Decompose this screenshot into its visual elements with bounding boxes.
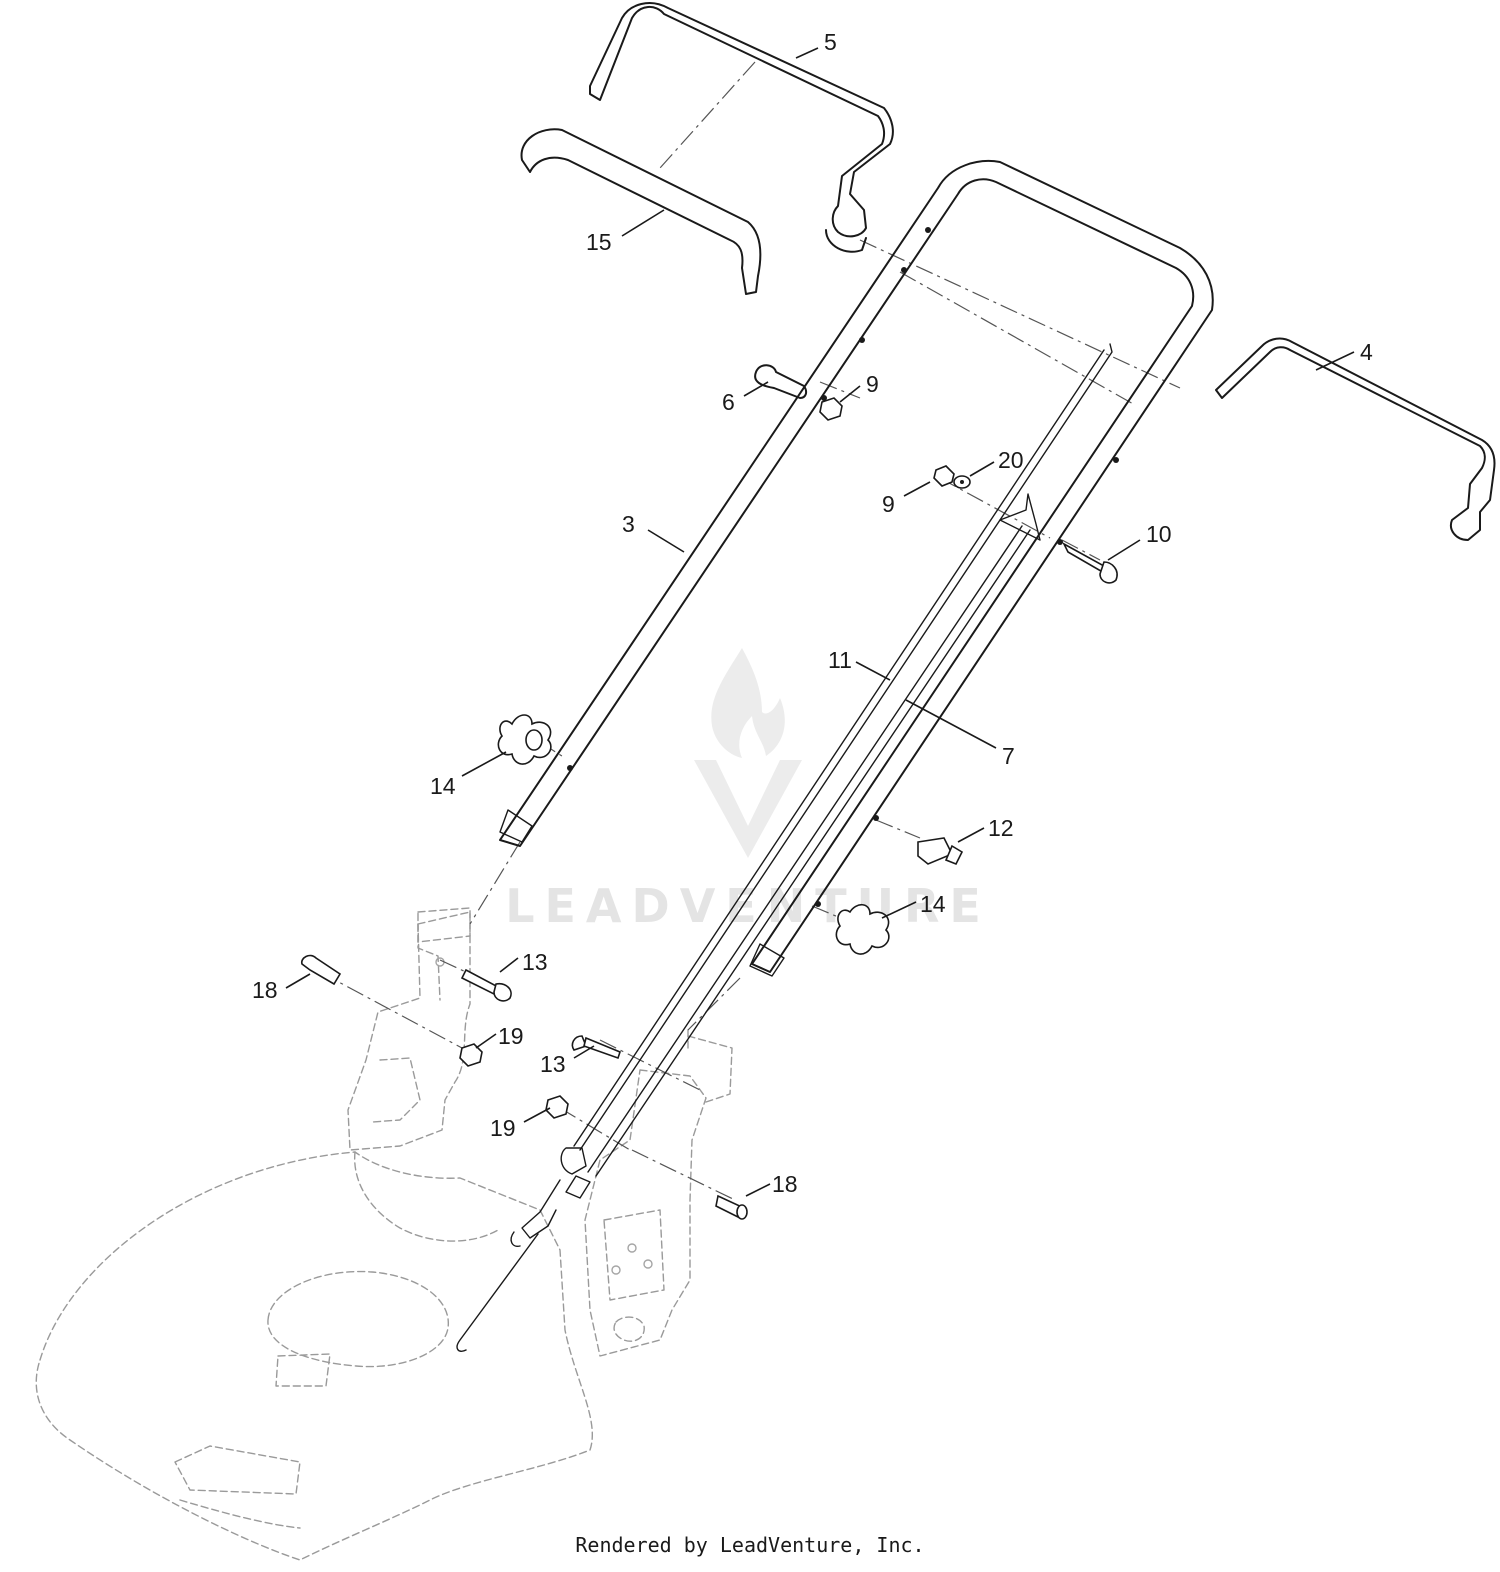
part-9-nut-upper [819,397,843,421]
callout-leaders [285,47,1355,1197]
callout-14-left: 14 [430,773,456,799]
part-19-nut-lower [545,1095,569,1119]
part-4-lower-bail [1215,337,1496,541]
alignment-lines [319,61,1181,1201]
watermark-logo: LEADVENTURE [505,648,991,933]
part-14-knob-right [835,903,890,955]
callout-9-lower: 9 [882,491,895,517]
part-3-upper-handle [499,160,1214,977]
part-13-bolt-upper [460,968,512,1002]
part-5-upper-bail [589,2,894,253]
part-18-pin-upper [300,954,342,986]
callout-18-lower: 18 [772,1171,798,1197]
watermark-text: LEADVENTURE [505,879,991,933]
part-15-grip [520,128,762,295]
callout-18-upper: 18 [252,977,278,1003]
callout-5: 5 [824,29,837,55]
part-11-cable [456,343,1113,1352]
callout-labels: 5 15 4 6 9 20 9 3 10 11 7 14 12 14 13 18… [252,29,1373,1197]
part-6-clip [754,364,808,399]
callout-11: 11 [828,647,852,673]
callout-19-lower: 19 [490,1115,516,1141]
callout-20: 20 [998,447,1024,473]
part-9-nut-lower [933,465,955,487]
callout-15: 15 [586,229,612,255]
render-credit: Rendered by LeadVenture, Inc. [575,1533,925,1557]
part-18-pin-lower [715,1194,748,1220]
part-12-cable-guide [917,837,964,866]
callout-19-upper: 19 [498,1023,524,1049]
callout-6: 6 [722,389,735,415]
callout-9-upper: 9 [866,371,879,397]
part-14-knob-left [497,714,552,765]
callout-7: 7 [1002,743,1015,769]
callout-12: 12 [988,815,1014,841]
part-19-nut-upper [459,1043,483,1067]
callout-14-right: 14 [920,891,946,917]
part-10-bolt [1062,542,1118,584]
callout-13-lower: 13 [540,1051,566,1077]
callout-3: 3 [622,511,635,537]
part-20-washer [953,475,971,489]
mower-deck [35,907,733,1561]
callout-10: 10 [1146,521,1172,547]
part-13-bolt-lower [571,1035,621,1060]
callout-4: 4 [1360,339,1373,365]
callout-13-upper: 13 [522,949,548,975]
